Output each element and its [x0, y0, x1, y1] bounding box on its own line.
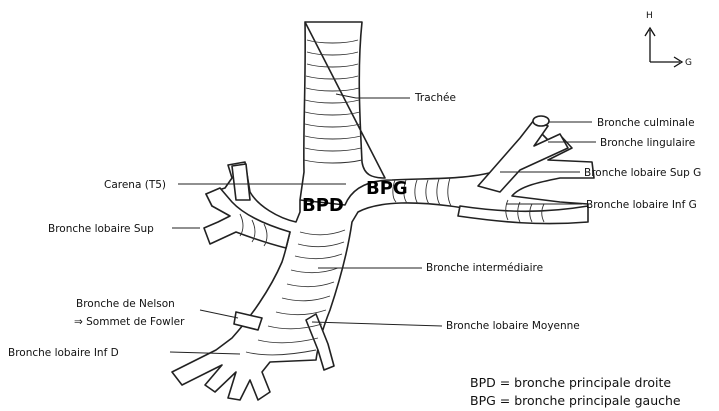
label-bronche-lobaire-sup: Bronche lobaire Sup — [48, 223, 154, 235]
label-trachee: Trachée — [414, 92, 456, 104]
abbreviation-legend: BPD = bronche principale droite BPG = br… — [470, 375, 681, 408]
bronchial-tree: BPD BPG — [172, 22, 594, 400]
label-bronche-intermediaire: Bronche intermédiaire — [426, 262, 543, 274]
label-bronche-lobaire-inf-g: Bronche lobaire Inf G — [586, 199, 697, 211]
label-bronche-lingulaire: Bronche lingulaire — [600, 137, 695, 149]
legend-bpd: BPD = bronche principale droite — [470, 375, 671, 390]
culminal-opening — [533, 116, 549, 126]
right-upper-apical-shape — [232, 164, 250, 200]
label-carena: Carena (T5) — [104, 179, 166, 191]
anatomy-labels: Trachée Bronche culminale Bronche lingul… — [8, 92, 701, 359]
label-bronche-lobaire-moyenne: Bronche lobaire Moyenne — [446, 320, 580, 332]
orientation-indicator: H G — [645, 11, 692, 68]
bpg-label: BPG — [366, 178, 408, 199]
label-sommet-fowler: ⇒ Sommet de Fowler — [74, 316, 185, 328]
legend-bpg: BPG = bronche principale gauche — [470, 393, 681, 408]
label-bronche-lobaire-inf-d: Bronche lobaire Inf D — [8, 347, 119, 359]
label-bronche-lobaire-sup-g: Bronche lobaire Sup G — [584, 167, 701, 179]
orientation-right-label: G — [685, 58, 692, 68]
label-bronche-culminale: Bronche culminale — [597, 117, 695, 129]
label-bronche-nelson: Bronche de Nelson — [76, 298, 175, 310]
orientation-up-label: H — [646, 11, 653, 21]
bpd-label: BPD — [302, 195, 344, 216]
